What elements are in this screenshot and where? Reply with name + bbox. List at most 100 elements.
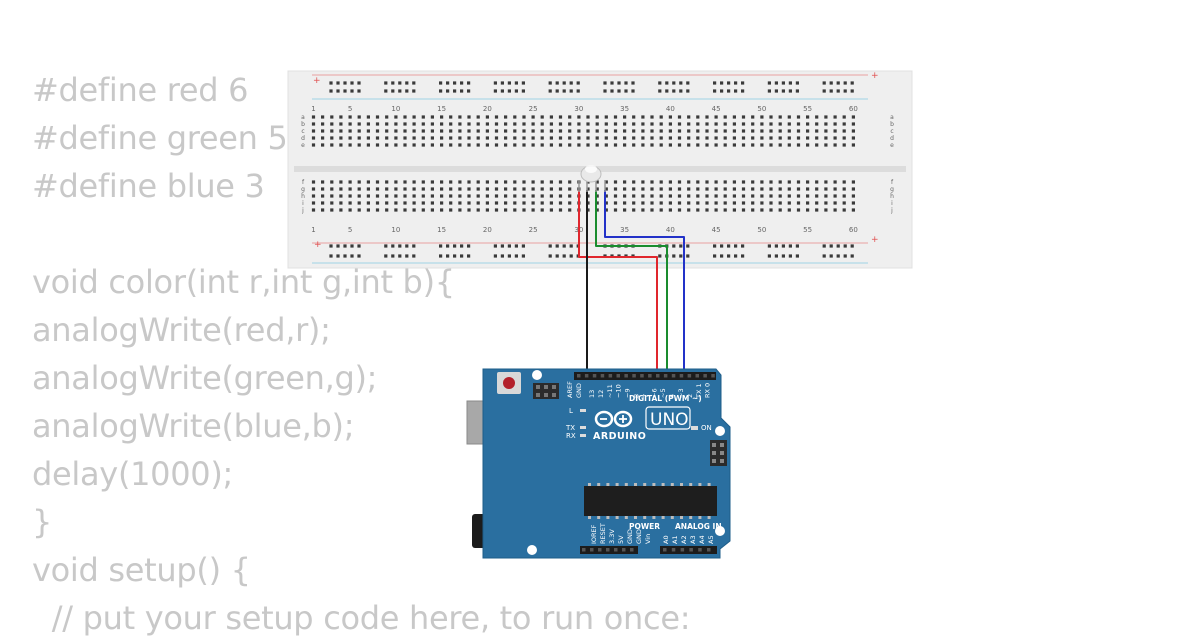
column-number: 50	[757, 226, 766, 234]
plus-mark: +	[871, 71, 879, 81]
pin-label: GND	[635, 529, 643, 544]
column-number: 35	[620, 226, 629, 234]
column-number: 45	[712, 226, 721, 234]
pin-label: RESET	[599, 523, 607, 544]
code-line: #define blue 3	[32, 167, 265, 205]
column-number: 5	[348, 105, 352, 113]
column-number: 40	[666, 226, 675, 234]
center-channel	[294, 166, 906, 172]
digital-label: DIGITAL (PWM ~)	[629, 394, 702, 403]
pin-label: ~5	[659, 388, 667, 398]
arduino-logo-icon	[594, 410, 633, 428]
row-letter: i	[302, 200, 304, 207]
atmega-chip	[584, 486, 717, 516]
pin-label: A2	[680, 535, 688, 544]
pin-label: A0	[662, 535, 670, 544]
pin-label: 8	[633, 394, 641, 398]
pin-label: ~11	[606, 384, 614, 398]
pin-label: 7	[641, 394, 649, 398]
pin-label: 3.3V	[608, 529, 616, 544]
row-letter: g	[890, 186, 894, 193]
on-led-label: ON	[701, 424, 712, 432]
row-letter: b	[301, 121, 305, 128]
row-letter: a	[301, 114, 305, 121]
row-letter: j	[301, 207, 304, 214]
pin-label: ~9	[624, 388, 632, 398]
column-number: 10	[391, 226, 400, 234]
pin-label: GND	[575, 383, 583, 398]
column-number: 20	[483, 226, 492, 234]
row-letter: j	[890, 207, 893, 214]
column-number: 55	[803, 105, 812, 113]
column-number: 30	[574, 105, 583, 113]
row-letter: c	[890, 128, 893, 135]
uno-badge	[645, 406, 691, 430]
row-letter: a	[890, 114, 894, 121]
pin-label: TX 1	[695, 383, 703, 399]
power-label: POWER	[629, 522, 660, 531]
column-number: 25	[529, 105, 538, 113]
plus-mark: +	[313, 76, 321, 86]
rx-led-label: RX	[566, 432, 576, 440]
code-line: void setup() {	[32, 551, 251, 589]
column-number: 10	[391, 105, 400, 113]
column-number: 45	[712, 105, 721, 113]
pin-label: A5	[707, 535, 715, 544]
pin-label: IOREF	[590, 524, 598, 544]
row-letter: e	[890, 142, 894, 149]
row-letter: b	[890, 121, 894, 128]
pin-label: ~3	[677, 388, 685, 398]
column-number: 25	[529, 226, 538, 234]
pin-label: ~10	[615, 384, 623, 398]
row-letter: d	[890, 135, 894, 142]
code-line: analogWrite(red,r);	[32, 311, 331, 349]
column-number: 60	[849, 226, 858, 234]
row-letter: i	[891, 200, 893, 207]
column-number: 15	[437, 226, 446, 234]
breadboard-holes	[311, 81, 855, 258]
row-letter: f	[302, 179, 305, 186]
row-letter: c	[301, 128, 304, 135]
pin-label: Vin	[644, 534, 652, 544]
column-number: 50	[757, 105, 766, 113]
wire-red	[578, 190, 658, 376]
column-number: 40	[666, 105, 675, 113]
pin-label: 13	[588, 390, 596, 398]
code-line: analogWrite(blue,b);	[32, 407, 355, 445]
pin-label: A3	[689, 535, 697, 544]
column-number: 1	[311, 105, 315, 113]
pin-label: A1	[671, 535, 679, 544]
column-number: 1	[311, 226, 315, 234]
row-letter: h	[890, 193, 894, 200]
row-letter: f	[891, 179, 894, 186]
analog-label: ANALOG IN	[675, 522, 722, 531]
row-letter: e	[301, 142, 305, 149]
pin-label: GND	[626, 529, 634, 544]
code-listing: #define red 6#define green 5#define blue…	[32, 66, 691, 642]
l-led-label: L	[569, 407, 573, 415]
code-line: analogWrite(green,g);	[32, 359, 378, 397]
wire-green	[595, 190, 668, 376]
pin-label: 5V	[617, 535, 625, 544]
pin-label: 12	[597, 390, 605, 398]
wire-blue	[604, 190, 685, 376]
pin-label: 4	[668, 394, 676, 398]
column-number: 20	[483, 105, 492, 113]
column-number: 15	[437, 105, 446, 113]
code-line: void color(int r,int g,int b){	[32, 263, 455, 301]
code-line: #define red 6	[32, 71, 249, 109]
code-line: }	[32, 503, 53, 541]
pin-label: A4	[698, 535, 706, 544]
tx-led-label: TX	[565, 424, 575, 432]
uno-model: UNO	[650, 410, 689, 430]
row-letter: d	[301, 135, 305, 142]
row-letter: g	[301, 186, 305, 193]
